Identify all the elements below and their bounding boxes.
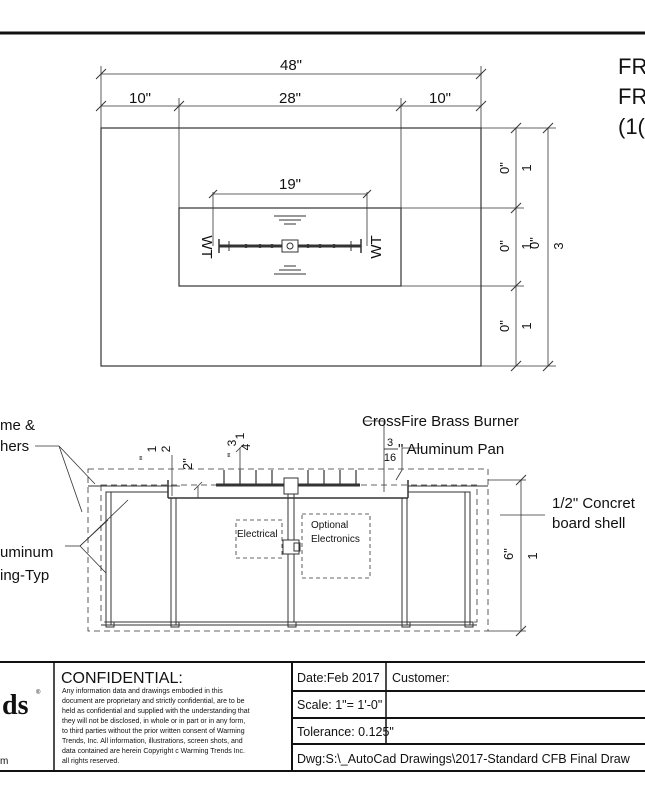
label-electrical: Electrical (237, 529, 278, 540)
label-optional-2: Electronics (311, 534, 360, 545)
title-line-3: (1( (618, 114, 645, 139)
dim-b: 2" (180, 458, 195, 470)
svg-text:document are proprietary and s: document are proprietary and strictly co… (62, 698, 245, 705)
svg-text:data contained are herein Copy: data contained are herein Copyright c Wa… (62, 748, 245, 755)
label-left-bot-1: uminum (0, 544, 53, 561)
label-left-bot-2: ing-Typ (0, 567, 49, 584)
svg-text:Any information data and drawi: Any information data and drawings embodi… (62, 688, 223, 695)
dim-vert-3a: 1 (519, 322, 534, 329)
svg-text:to third parties without the p: to third parties without the prior writt… (62, 728, 245, 735)
pan-fraction-num: 3 (387, 437, 393, 449)
svg-text:all rights reserved.: all rights reserved. (62, 758, 119, 765)
dim-height-a: 1 (525, 552, 540, 559)
label-left-top-1: me & (0, 417, 35, 434)
title-block (0, 661, 645, 772)
dim-center-width: 28" (279, 90, 301, 107)
dim-burner-length: 19" (279, 176, 301, 193)
field-tolerance: Tolerance: 0.125" (297, 725, 394, 739)
label-crossfire-burner: CrossFire Brass Burner (362, 413, 519, 430)
burner-pan-outline (178, 207, 402, 287)
dim-c-whole: 3 (225, 439, 239, 446)
logo-partial: ds (2, 690, 29, 721)
label-optional-1: Optional (311, 520, 348, 531)
leader-burner (364, 420, 385, 492)
logo-registered-mark: ® (36, 689, 41, 696)
dim-vert-2b: 0" (497, 240, 512, 252)
dim-overall-width: 48" (280, 57, 302, 74)
plan-view (95, 66, 556, 372)
confidential-heading: CONFIDENTIAL: (61, 670, 183, 687)
dim-vert-2a: 1 (519, 242, 534, 249)
label-shell-line2: board shell (552, 515, 625, 532)
dim-right-border: 10" (429, 90, 451, 107)
leader-pan (395, 447, 422, 481)
label-left-top-2: hers (0, 438, 29, 455)
optional-electronics-box (301, 513, 371, 579)
level-symbol-top (274, 215, 306, 225)
title-line-1: FR (618, 54, 645, 79)
level-symbol-bottom (274, 265, 306, 275)
field-date: Date:Feb 2017 (297, 671, 380, 685)
svg-text:they will not be disclosed, in: they will not be disclosed, in whole or … (62, 718, 245, 725)
title-line-2: FR (618, 84, 645, 109)
dim-vert-1a: 1 (519, 164, 534, 171)
pan-fraction-den: 16 (384, 452, 396, 464)
dim-left-border: 10" (129, 90, 151, 107)
dim-height-c: 6" (501, 548, 516, 560)
label-aluminum-pan: " Aluminum Pan (398, 441, 504, 458)
field-dwg-path: Dwg:S:\_AutoCad Drawings\2017-Standard C… (297, 752, 631, 766)
dim-c-post: " (225, 453, 239, 457)
logo-sub: m (0, 756, 8, 767)
electrical-box (235, 519, 283, 559)
label-shell-line1: 1/2" Concret (552, 495, 636, 512)
confidential-notice: Any information data and drawings embodi… (62, 688, 250, 765)
outer-shell-dashed (87, 468, 489, 632)
dim-c-den: 4 (239, 443, 253, 450)
dim-vert-total-b: 0" (527, 237, 542, 249)
dim-vert-total-a: 3 (551, 242, 566, 249)
section-view (35, 420, 545, 637)
table-top-outline (100, 127, 482, 367)
dim-vert-3b: 0" (497, 320, 512, 332)
label-wt-right: WT (368, 235, 385, 258)
dim-vert-1b: 0" (497, 162, 512, 174)
field-customer: Customer: (392, 671, 450, 685)
dim-a-num: 1 (145, 445, 159, 452)
dim-a-pre: " (137, 456, 151, 460)
label-wt-left: WT (198, 235, 215, 258)
dim-c-num: 1 (233, 432, 247, 439)
dim-a-den: 2 (159, 445, 173, 452)
svg-text:Trends, Inc. All information,: Trends, Inc. All information, illustrati… (62, 738, 243, 745)
svg-text:held as confidential and suppl: held as confidential and supplied with t… (62, 708, 250, 715)
field-scale: Scale: 1"= 1'-0" (297, 698, 382, 712)
